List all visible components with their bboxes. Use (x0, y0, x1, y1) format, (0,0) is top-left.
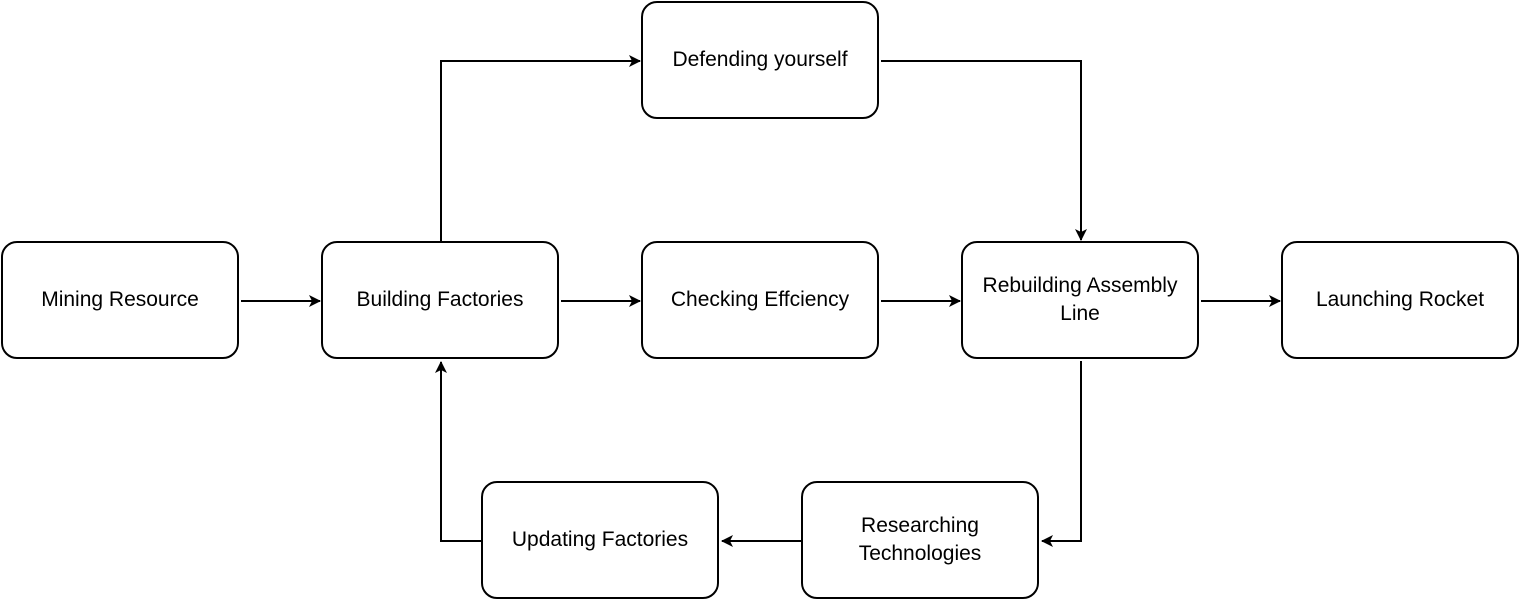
node-checking-effciency-label: Checking Effciency (670, 288, 850, 311)
edge-updating-to-building (435, 361, 481, 542)
node-launching-rocket-label: Launching Rocket (1315, 288, 1485, 311)
node-mining-resource-label: Mining Resource (41, 288, 199, 311)
node-mining-resource[interactable]: Mining Resource (1, 241, 239, 359)
node-updating-factories[interactable]: Updating Factories (481, 481, 719, 599)
edge-building-to-defending (440, 55, 641, 241)
node-rebuilding-assembly-line-label: Rebuilding Assembly Line (982, 274, 1178, 325)
edge-rebuilding-to-researching (1041, 361, 1082, 547)
node-updating-factories-label: Updating Factories (511, 528, 689, 551)
edge-defending-to-rebuilding (881, 60, 1087, 241)
node-researching-technologies-label: Researching Technologies (858, 514, 982, 565)
node-rebuilding-assembly-line[interactable]: Rebuilding Assembly Line (961, 241, 1199, 359)
node-checking-effciency[interactable]: Checking Effciency (641, 241, 879, 359)
node-building-factories-label: Building Factories (356, 288, 524, 311)
node-launching-rocket[interactable]: Launching Rocket (1281, 241, 1519, 359)
node-researching-technologies[interactable]: Researching Technologies (801, 481, 1039, 599)
node-defending-yourself-label: Defending yourself (672, 48, 848, 71)
node-defending-yourself[interactable]: Defending yourself (641, 1, 879, 119)
node-building-factories[interactable]: Building Factories (321, 241, 559, 359)
